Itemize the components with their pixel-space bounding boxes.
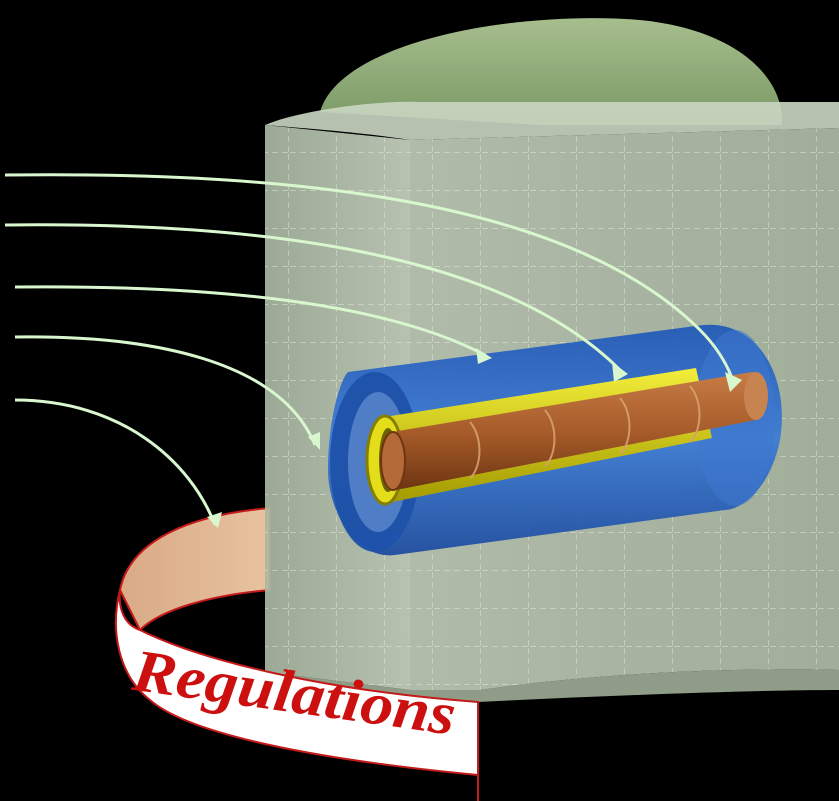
dome-cap [320, 18, 783, 125]
pointer-to-container [14, 335, 317, 446]
pointer-to-fuel-pellets [4, 173, 734, 379]
regulations-band-back [118, 506, 271, 632]
pointer-arrowheads [207, 348, 742, 528]
fuel-pellets-icon [380, 372, 768, 491]
pointer-to-cladding [4, 223, 622, 372]
pointer-to-buffer [14, 285, 486, 357]
pointer-lines [4, 173, 734, 526]
pointer-to-regulations [14, 398, 217, 526]
